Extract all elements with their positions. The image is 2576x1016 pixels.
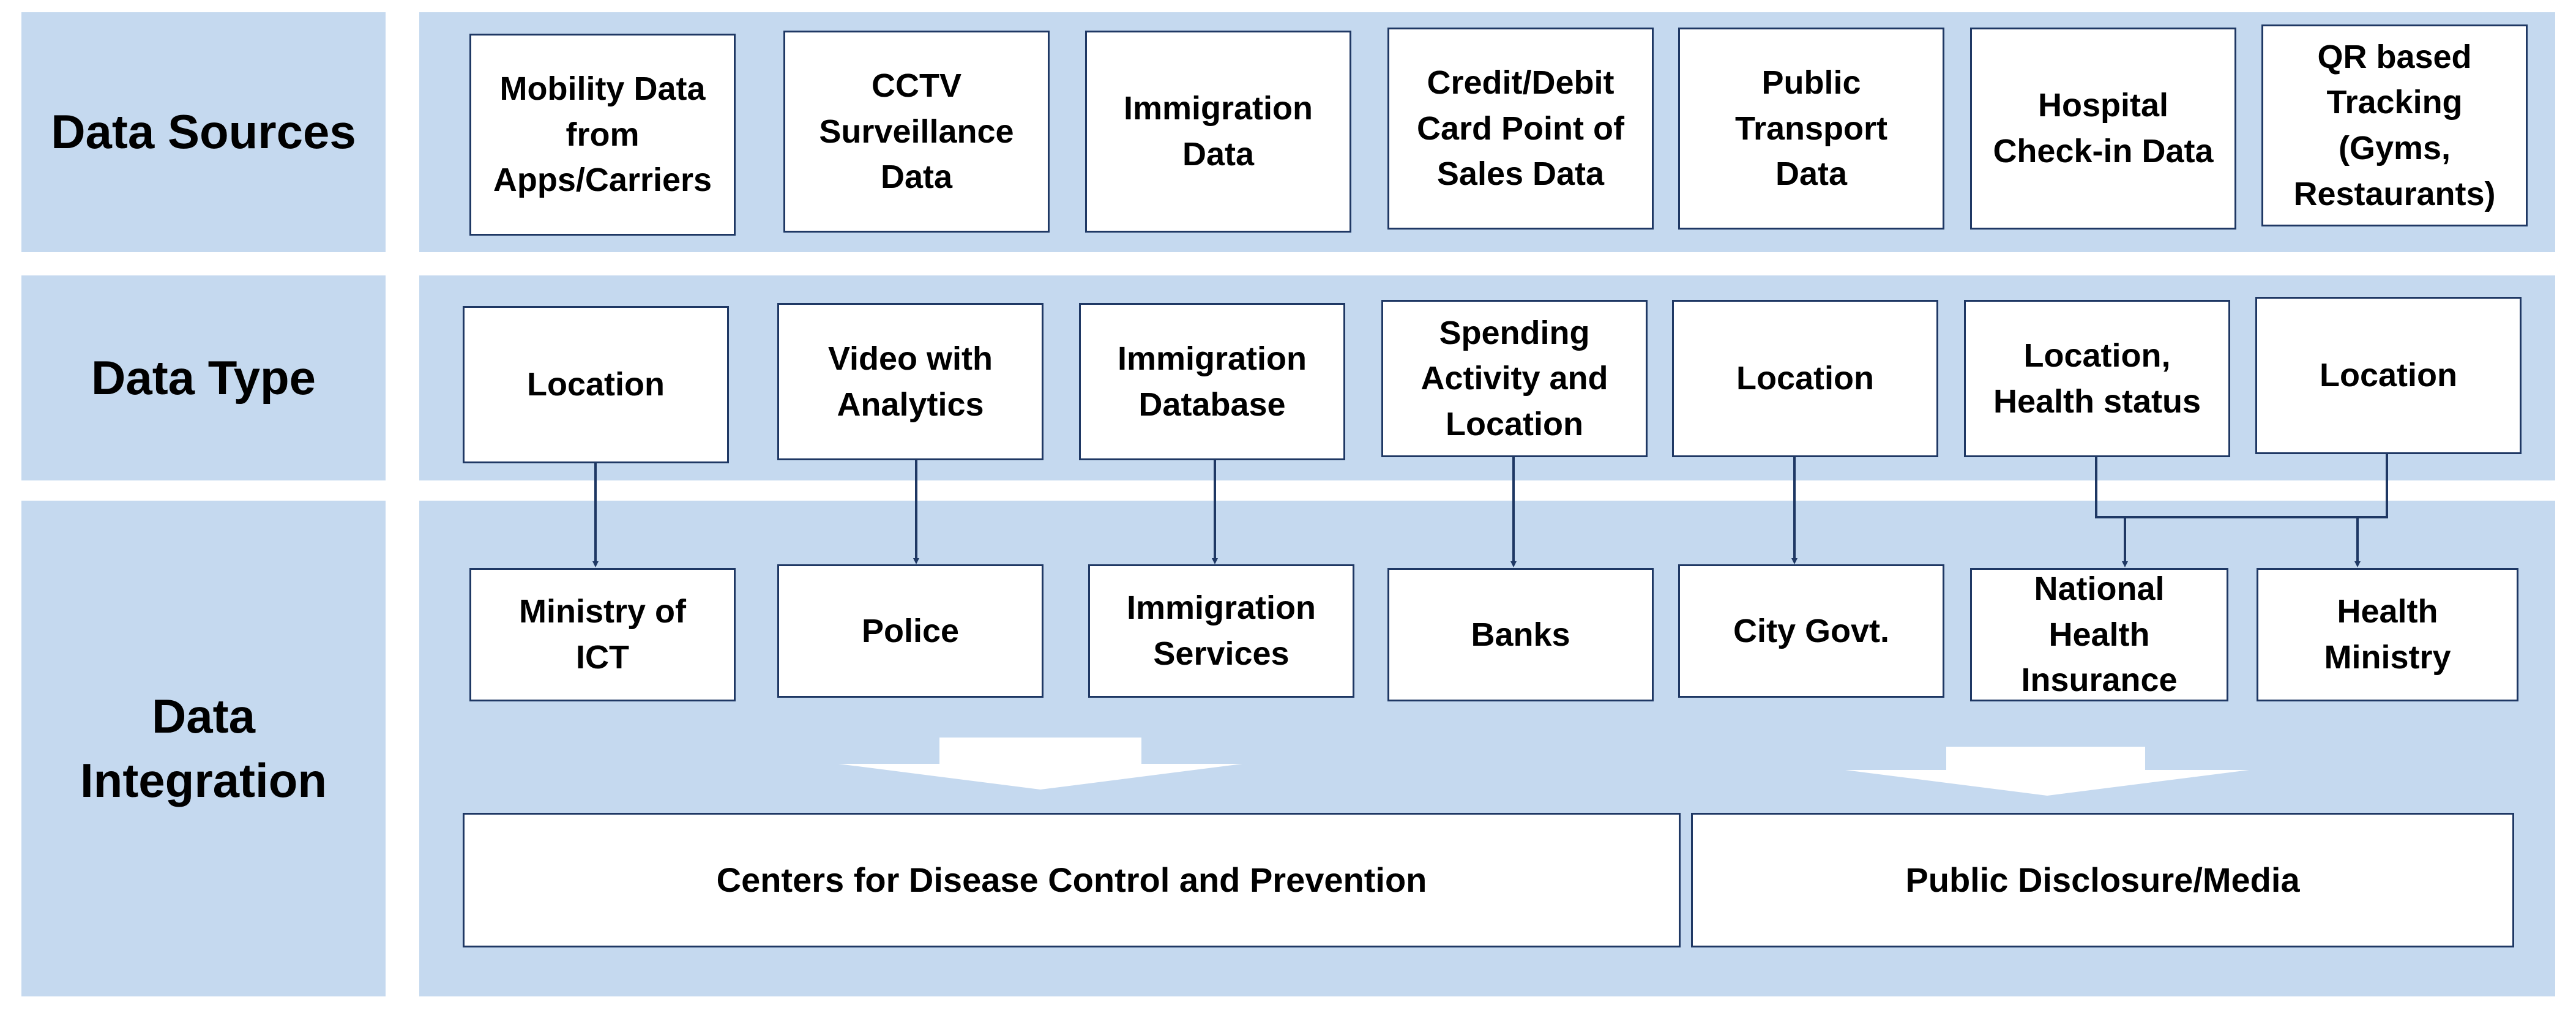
row-label-data-sources: Data Sources	[21, 12, 386, 252]
block-arrow-to-cdc	[838, 738, 1242, 790]
integrator-immigration-services: Immigration Services	[1088, 564, 1354, 698]
integrator-police: Police	[777, 564, 1043, 698]
source-card-pos-data: Credit/Debit Card Point of Sales Data	[1387, 28, 1654, 230]
source-hospital-checkin-data: Hospital Check-in Data	[1970, 28, 2236, 230]
block-arrow-to-media	[1845, 747, 2249, 796]
source-public-transport-data: Public Transport Data	[1678, 28, 1944, 230]
integrator-national-health-insurance: National Health Insurance	[1970, 568, 2228, 701]
integrator-banks: Banks	[1387, 568, 1654, 701]
connector-health-merge	[2095, 454, 2388, 518]
connector-arrows	[592, 454, 2388, 567]
integrator-ministry-of-ict: Ministry of ICT	[469, 568, 736, 701]
type-location-health-status: Location, Health status	[1964, 300, 2230, 457]
type-location-mobility: Location	[463, 306, 729, 463]
source-qr-tracking: QR based Tracking (Gyms, Restaurants)	[2261, 24, 2528, 226]
row-label-data-type: Data Type	[21, 275, 386, 480]
integrator-health-ministry: Health Ministry	[2257, 568, 2518, 701]
source-immigration-data: Immigration Data	[1085, 31, 1351, 233]
type-video-analytics: Video with Analytics	[777, 303, 1043, 460]
output-cdc: Centers for Disease Control and Preventi…	[463, 813, 1681, 947]
output-public-disclosure-media: Public Disclosure/Media	[1691, 813, 2514, 947]
type-spending-location: Spending Activity and Location	[1381, 300, 1648, 457]
type-location-transport: Location	[1672, 300, 1938, 457]
type-location-qr: Location	[2255, 297, 2522, 454]
source-cctv-data: CCTV Surveillance Data	[783, 31, 1050, 233]
row-label-data-integration: Data Integration	[21, 501, 386, 996]
type-immigration-database: Immigration Database	[1079, 303, 1345, 460]
source-mobility-data: Mobility Data from Apps/Carriers	[469, 34, 736, 236]
integrator-city-govt: City Govt.	[1678, 564, 1944, 698]
